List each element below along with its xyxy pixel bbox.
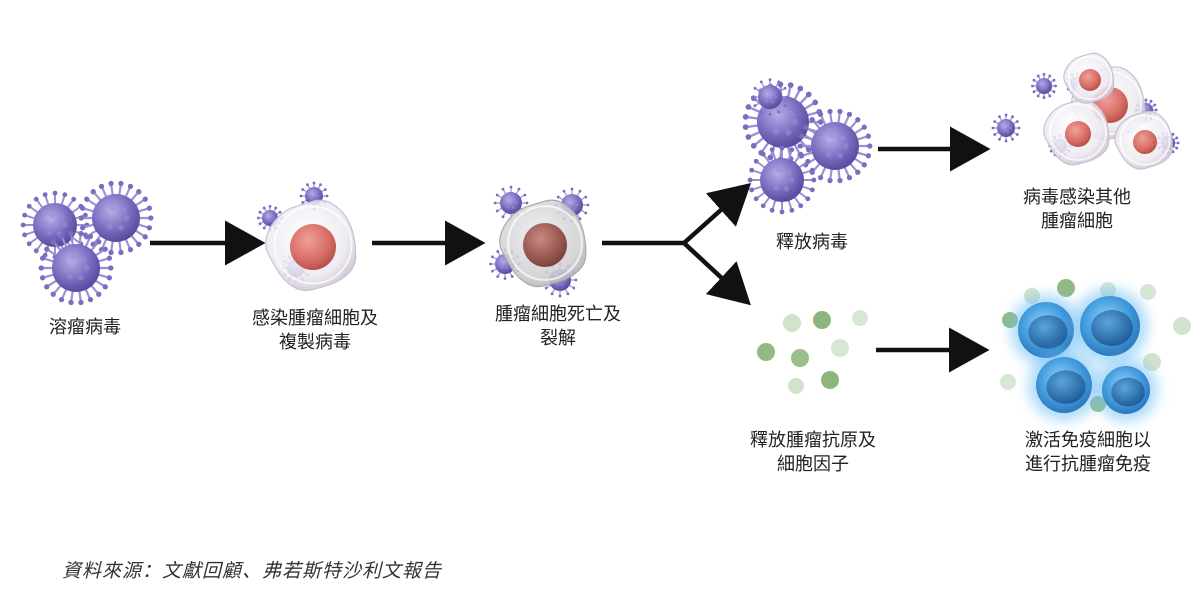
- infected-tumor-cell: [265, 199, 357, 292]
- cell-illustrations: [265, 52, 1191, 422]
- tumor-cell: [1043, 99, 1110, 166]
- arrow-to-release-virus: [682, 182, 752, 245]
- immune-cell: [1010, 294, 1082, 366]
- virus-icon: [991, 113, 1021, 143]
- tumor-cell: [1114, 110, 1173, 170]
- label-release-antigens: 釋放腫瘤抗原及 細胞因子: [750, 430, 876, 475]
- immune-cell: [1094, 358, 1158, 422]
- antigen-particle: [757, 343, 775, 361]
- antigen-particle: [821, 371, 839, 389]
- source-caption: 資料來源：文獻回顧、弗若斯特沙利文報告: [62, 560, 443, 582]
- tumor-cell: [1063, 52, 1115, 104]
- antigen-particle: [1173, 317, 1191, 335]
- antigen-particle: [788, 378, 804, 394]
- label-release-virus: 釋放病毒: [776, 232, 848, 253]
- flow-arrows: [150, 126, 991, 373]
- antigen-particle: [791, 349, 809, 367]
- virus-icon: [78, 180, 154, 256]
- antigen-particle: [1000, 374, 1016, 390]
- virus-icon: [747, 145, 817, 215]
- antigen-particle: [852, 310, 868, 326]
- antigen-particle: [1057, 279, 1075, 297]
- immune-cell: [1072, 288, 1148, 364]
- virus-icon: [751, 78, 789, 116]
- immune-cell: [1028, 349, 1100, 421]
- label-cell-death: 腫瘤細胞死亡及 裂解: [495, 304, 621, 349]
- antigen-particle: [831, 339, 849, 357]
- label-oncolytic-virus: 溶瘤病毒: [49, 317, 121, 338]
- arrow-to-release-antigen: [682, 241, 751, 306]
- dying-tumor-cell: [499, 199, 587, 288]
- label-infect-others: 病毒感染其他 腫瘤細胞: [1023, 187, 1131, 232]
- label-activate-immune: 激活免疫細胞以 進行抗腫瘤免疫: [1025, 430, 1151, 475]
- virus-icon: [797, 108, 873, 184]
- antigen-particle: [813, 311, 831, 329]
- label-infect-replicate: 感染腫瘤細胞及 複製病毒: [252, 308, 378, 353]
- antigen-particle: [783, 314, 801, 332]
- antigen-particle: [1140, 284, 1156, 300]
- virus-icon: [493, 185, 529, 221]
- virus-icon: [38, 230, 114, 306]
- virus-particles: [20, 72, 1180, 306]
- virus-icon: [1031, 73, 1057, 99]
